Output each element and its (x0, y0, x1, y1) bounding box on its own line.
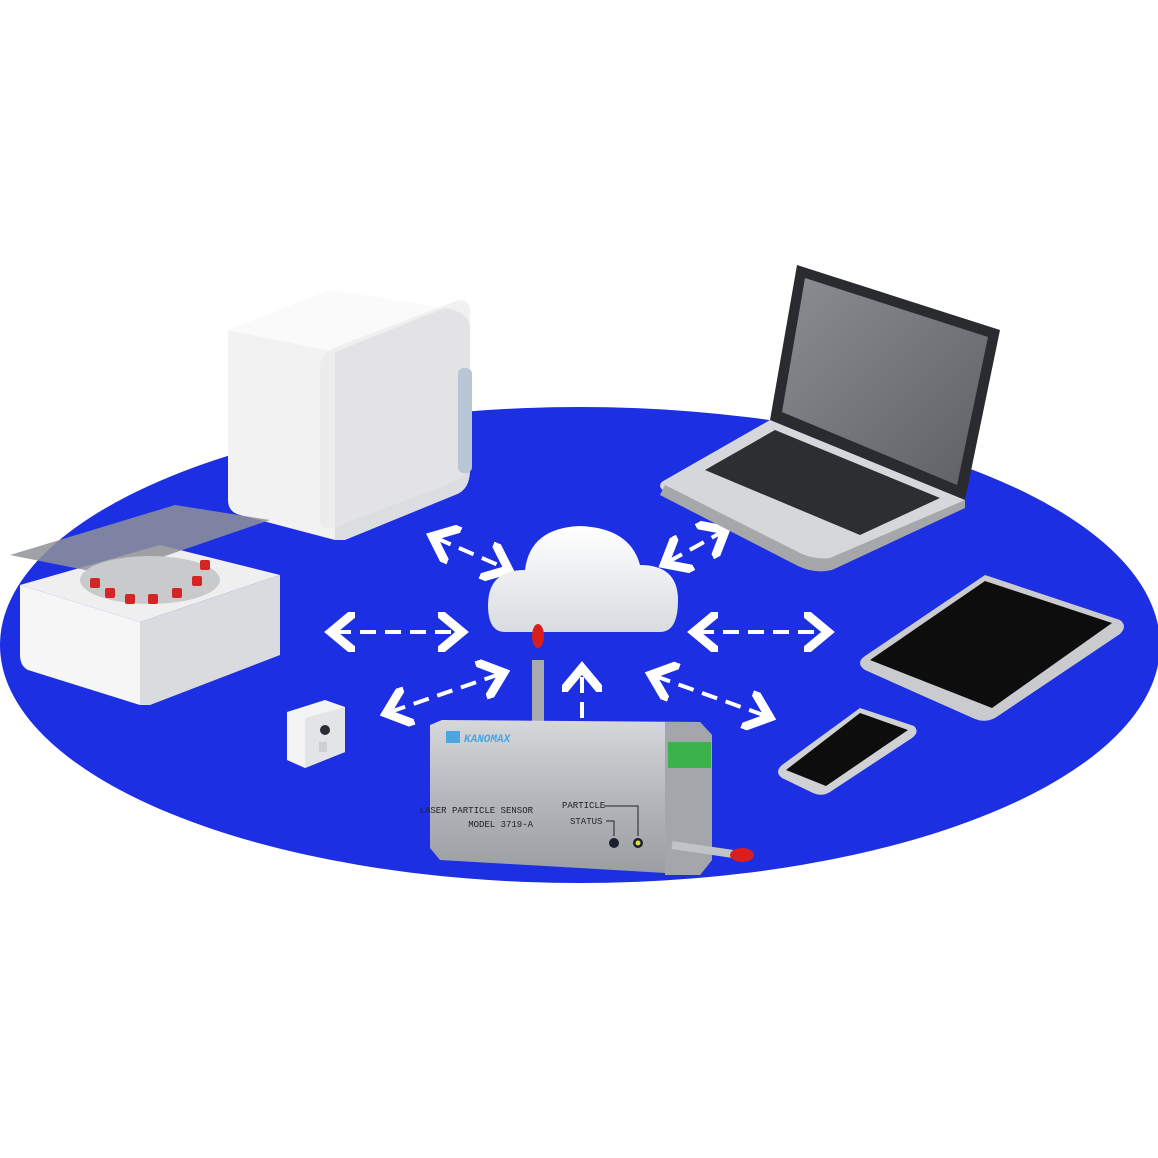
wall-sensor (287, 700, 345, 768)
sensor-title: LASER PARTICLE SENSOR (420, 806, 534, 816)
refrigerator-cube (228, 290, 472, 540)
smartphone (778, 708, 917, 795)
status-led (609, 838, 619, 848)
tablet (860, 575, 1124, 721)
arrow-phone (655, 676, 766, 716)
arrow-wall-sensor (390, 674, 500, 712)
connection-arrows (335, 532, 824, 718)
sensor-model: MODEL 3719-A (468, 820, 533, 830)
laser-particle-sensor: KANOMAX LASER PARTICLE SENSOR MODEL 3719… (420, 624, 754, 875)
incubator (10, 505, 280, 705)
laptop (660, 265, 1000, 572)
indicator-particle-label: PARTICLE (562, 801, 605, 811)
terminal-connector (668, 742, 711, 768)
arrow-laptop (668, 532, 722, 562)
antenna-tip-top (532, 624, 544, 648)
antenna-tip-side (730, 848, 754, 862)
sensor-brand: KANOMAX (464, 734, 512, 746)
arrow-cube (436, 538, 505, 568)
indicator-status-label: STATUS (570, 817, 602, 827)
cloud-icon (488, 526, 678, 632)
